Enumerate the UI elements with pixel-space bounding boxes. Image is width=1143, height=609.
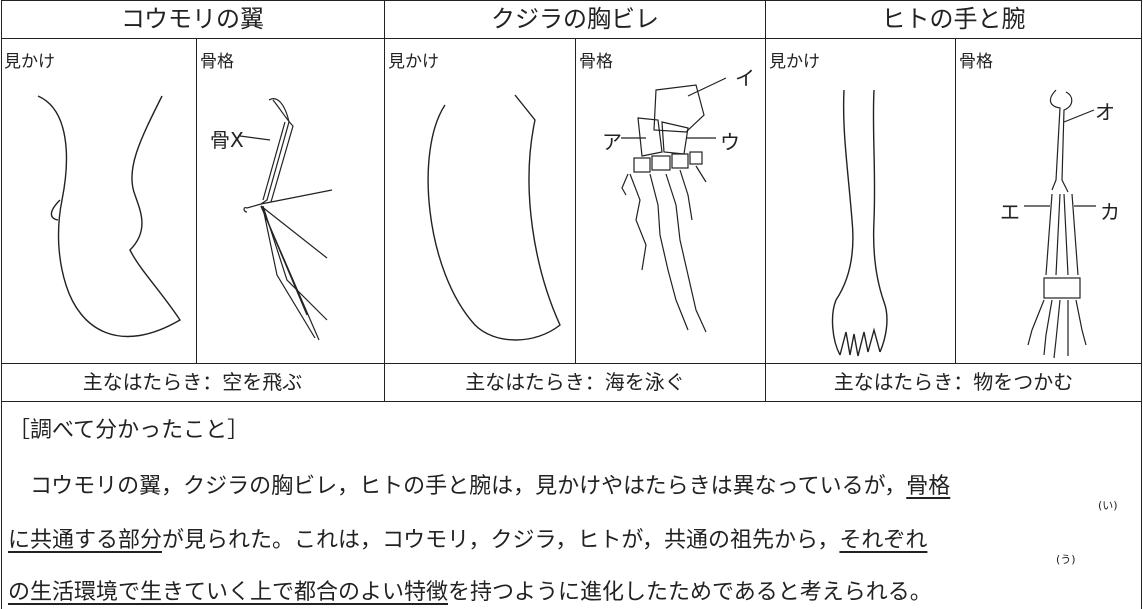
column-divider-2 [765, 0, 766, 401]
human-label-o: オ [1095, 100, 1115, 124]
skeleton-label-human: 骨格 [959, 52, 993, 72]
findings-line3-text: を持つように進化したためであると考えられる。 [448, 580, 932, 605]
function-bat: 主なはたらき：空を飛ぶ [82, 370, 303, 394]
underline-living-environment: の生活環境で生きていく上で都合のよい特徴 [8, 580, 449, 605]
column-title-whale: クジラの胸ビレ [491, 5, 659, 33]
function-row-bottom [1, 401, 1142, 402]
column-title-bat: コウモリの翼 [120, 5, 265, 33]
bone-x-leader-line [240, 135, 271, 141]
human-label-e: エ [1000, 200, 1020, 224]
whale-label-u: ウ [720, 130, 740, 154]
column-divider-1 [384, 0, 385, 401]
findings-line-1: コウモリの翼，クジラの胸ビレ，ヒトの手と腕は，見かけやはたらきは異なっているが，… [8, 468, 1138, 500]
findings-title: ［調べて分かったこと］ [8, 418, 250, 443]
subcolumn-divider-3 [955, 38, 956, 363]
table-top-border [1, 0, 1142, 1]
appearance-label-human: 見かけ [769, 52, 820, 72]
bat-skeleton-drawing [243, 98, 333, 341]
left-border [1, 0, 2, 609]
underline-common-part: に共通する部分 [8, 528, 163, 553]
whale-label-i: イ [735, 66, 755, 90]
mark-i: (い) [1098, 499, 1118, 512]
skeleton-label-whale: 骨格 [579, 52, 613, 72]
underline-each: それぞれ [839, 528, 928, 553]
human-leader-lines [1024, 109, 1096, 207]
findings-line-2: に共通する部分が見られた。これは，コウモリ，クジラ，ヒトが，共通の祖先から，それ… [8, 522, 1138, 554]
skeleton-label-bat: 骨格 [200, 52, 234, 72]
subcolumn-divider-2 [575, 38, 576, 363]
appearance-label-bat: 見かけ [4, 52, 55, 72]
function-whale: 主なはたらき：海を泳ぐ [465, 370, 685, 394]
mark-u: (う) [1056, 553, 1076, 566]
human-label-ka: カ [1100, 200, 1120, 224]
function-human: 主なはたらき：物をつかむ [833, 370, 1074, 394]
header-divider [1, 38, 1142, 39]
function-row-top [1, 363, 1142, 364]
whale-fin-appearance-drawing [427, 94, 561, 341]
column-title-human: ヒトの手と腕 [881, 5, 1026, 33]
whale-leader-lines [621, 77, 727, 139]
whale-label-a: ア [602, 130, 622, 154]
whale-skeleton-drawing [621, 84, 707, 333]
right-border [1141, 0, 1142, 609]
bone-x-label: 骨X [210, 128, 244, 152]
bat-wing-appearance-drawing [37, 95, 181, 338]
human-arm-appearance-drawing [831, 89, 888, 357]
underline-skeleton: 骨格 [906, 474, 951, 499]
human-skeleton-drawing [1027, 89, 1087, 359]
findings-line-3: の生活環境で生きていく上で都合のよい特徴を持つように進化したためであると考えられ… [8, 574, 1138, 606]
findings-line1-text: コウモリの翼，クジラの胸ビレ，ヒトの手と腕は，見かけやはたらきは異なっているが， [8, 474, 907, 499]
appearance-label-whale: 見かけ [388, 52, 439, 72]
findings-line2-text: が見られた。これは，コウモリ，クジラ，ヒトが，共通の祖先から， [162, 528, 840, 553]
subcolumn-divider-1 [196, 38, 197, 363]
